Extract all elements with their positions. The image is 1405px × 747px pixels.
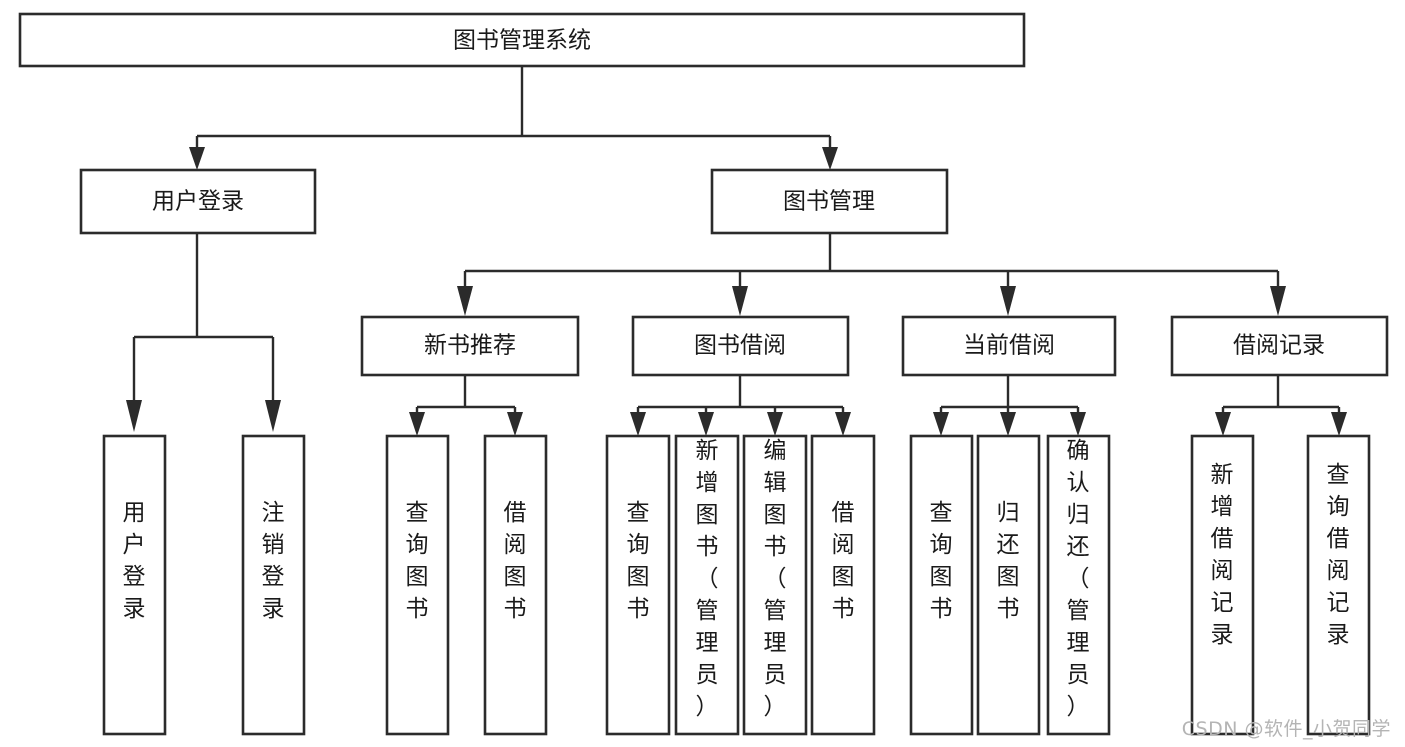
- leaf-node[interactable]: 注销登录: [241, 434, 306, 736]
- arrow-head-icon: [1000, 412, 1016, 436]
- arrow-head-icon: [409, 412, 425, 436]
- leaf-node[interactable]: 编辑图书（管理员）: [742, 434, 808, 736]
- node-box[interactable]: [631, 315, 850, 377]
- connector-newbook-to-leaves: [409, 375, 523, 436]
- node-label-vertical: 编辑图书（管理员）: [764, 438, 787, 720]
- connector-bookmgmt-to-level3: [457, 233, 1286, 316]
- arrow-head-icon: [822, 147, 838, 170]
- node-box[interactable]: [605, 434, 671, 736]
- leaf-node[interactable]: 确认归还（管理员）: [1046, 434, 1111, 736]
- node-label-vertical: 借阅图书: [832, 500, 855, 622]
- arrow-head-icon: [767, 412, 783, 436]
- node-box[interactable]: [102, 434, 167, 736]
- node-label: 图书管理: [783, 189, 875, 215]
- arrow-head-icon: [1270, 286, 1286, 316]
- node-label: 当前借阅: [963, 333, 1055, 359]
- node-label-vertical: 新增借阅记录: [1211, 462, 1234, 648]
- node-borrow-record[interactable]: 借阅记录: [1170, 315, 1389, 377]
- arrow-head-icon: [835, 412, 851, 436]
- node-label: 图书管理系统: [453, 28, 591, 54]
- leaf-node[interactable]: 查询图书: [385, 434, 450, 736]
- arrow-head-icon: [1000, 286, 1016, 316]
- node-box[interactable]: [241, 434, 306, 736]
- node-box[interactable]: [976, 434, 1041, 736]
- leaf-node[interactable]: 新增图书（管理员）: [674, 434, 740, 736]
- connector-current-to-leaves: [933, 375, 1086, 436]
- arrow-head-icon: [1070, 412, 1086, 436]
- node-box[interactable]: [901, 315, 1117, 377]
- node-label-vertical: 归还图书: [997, 500, 1020, 622]
- connector-userlogin-to-leaves: [126, 233, 281, 432]
- arrow-head-icon: [265, 400, 281, 432]
- node-box[interactable]: [79, 168, 317, 235]
- connector-borrow-to-leaves: [630, 375, 851, 436]
- arrow-head-icon: [732, 286, 748, 316]
- node-current-borrow[interactable]: 当前借阅: [901, 315, 1117, 377]
- arrow-head-icon: [698, 412, 714, 436]
- leaf-node[interactable]: 归还图书: [976, 434, 1041, 736]
- leaf-node[interactable]: 查询借阅记录: [1306, 434, 1371, 736]
- leaf-node[interactable]: 查询图书: [605, 434, 671, 736]
- node-box[interactable]: [385, 434, 450, 736]
- arrow-head-icon: [1215, 412, 1231, 436]
- node-label-vertical: 确认归还（管理员）: [1067, 438, 1090, 720]
- node-label-vertical: 查询借阅记录: [1327, 462, 1350, 648]
- node-box[interactable]: [742, 434, 808, 736]
- node-label-vertical: 注销登录: [262, 500, 285, 622]
- node-user-login[interactable]: 用户登录: [79, 168, 317, 235]
- node-box[interactable]: [909, 434, 974, 736]
- node-label-vertical: 查询图书: [406, 500, 429, 622]
- arrow-head-icon: [933, 412, 949, 436]
- arrow-head-icon: [630, 412, 646, 436]
- node-box[interactable]: [1306, 434, 1371, 736]
- node-root[interactable]: 图书管理系统: [18, 12, 1026, 68]
- node-label: 借阅记录: [1233, 333, 1325, 359]
- node-box[interactable]: [18, 12, 1026, 68]
- leaf-node[interactable]: 用户登录: [102, 434, 167, 736]
- arrow-head-icon: [1331, 412, 1347, 436]
- leaf-node[interactable]: 新增借阅记录: [1190, 434, 1255, 736]
- arrow-head-icon: [189, 147, 205, 170]
- node-label-vertical: 新增图书（管理员）: [696, 438, 719, 720]
- node-new-book-recommend[interactable]: 新书推荐: [360, 315, 580, 377]
- connector-root-to-level2: [189, 66, 838, 170]
- node-box[interactable]: [810, 434, 876, 736]
- node-box[interactable]: [674, 434, 740, 736]
- node-label: 新书推荐: [424, 333, 516, 359]
- leaf-node[interactable]: 借阅图书: [483, 434, 548, 736]
- connector-record-to-leaves: [1215, 375, 1347, 436]
- node-label-vertical: 查询图书: [627, 500, 650, 622]
- node-box[interactable]: [483, 434, 548, 736]
- node-label-vertical: 用户登录: [123, 500, 146, 622]
- node-book-management[interactable]: 图书管理: [710, 168, 949, 235]
- leaf-node[interactable]: 借阅图书: [810, 434, 876, 736]
- node-label-vertical: 借阅图书: [504, 500, 527, 622]
- csdn-watermark: CSDN @软件_小贺同学: [1181, 718, 1391, 740]
- leaf-node[interactable]: 查询图书: [909, 434, 974, 736]
- node-label-vertical: 查询图书: [930, 500, 953, 622]
- arrow-head-icon: [457, 286, 473, 316]
- node-box[interactable]: [710, 168, 949, 235]
- node-book-borrow[interactable]: 图书借阅: [631, 315, 850, 377]
- arrow-head-icon: [507, 412, 523, 436]
- arrow-head-icon: [126, 400, 142, 432]
- node-label: 图书借阅: [694, 333, 786, 359]
- node-box[interactable]: [1046, 434, 1111, 736]
- node-label: 用户登录: [152, 189, 244, 215]
- node-box[interactable]: [1170, 315, 1389, 377]
- node-box[interactable]: [360, 315, 580, 377]
- node-box[interactable]: [1190, 434, 1255, 736]
